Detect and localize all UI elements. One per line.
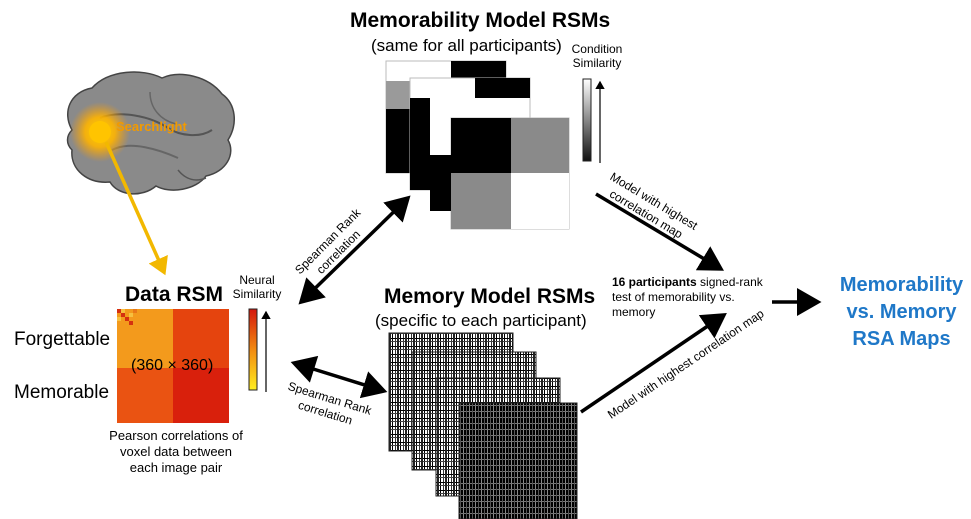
memorability-model-title: Memorability Model RSMs (350, 9, 611, 32)
model-arrow-lower (580, 313, 727, 414)
brain-illustration (66, 71, 235, 195)
output-rsa-maps-label: Memorability vs. Memory RSA Maps (839, 274, 964, 350)
memory-model-rsm-stack (388, 332, 578, 519)
searchlight-arrow (104, 141, 168, 276)
row-label-forgettable: Forgettable (14, 329, 111, 350)
searchlight-label: Searchlight (116, 119, 187, 134)
model-arrow-upper (595, 192, 725, 271)
neural-similarity-colorbar (248, 308, 258, 391)
neural-similarity-label: Neural Similarity (232, 273, 282, 301)
data-rsm-title: Data RSM (125, 283, 224, 306)
memory-model-title: Memory Model RSMs (384, 285, 596, 308)
memory-model-subtitle: (specific to each participant) (375, 311, 587, 330)
stats-test-label: 16 participants signed-rank test of memo… (612, 275, 763, 319)
memorability-model-rsm-front (430, 117, 570, 230)
data-rsm-matrix (117, 309, 229, 423)
row-label-memorable: Memorable (14, 382, 110, 403)
spearman-arrow-lower (290, 355, 388, 399)
data-rsm-caption: Pearson correlations of voxel data betwe… (109, 428, 243, 475)
matrix-size-label: (360 × 360) (131, 357, 214, 374)
condition-similarity-label: Condition Similarity (571, 42, 623, 70)
condition-similarity-colorbar (582, 78, 592, 162)
spearman-arrow-upper (298, 195, 411, 305)
memorability-model-subtitle: (same for all participants) (371, 36, 562, 55)
